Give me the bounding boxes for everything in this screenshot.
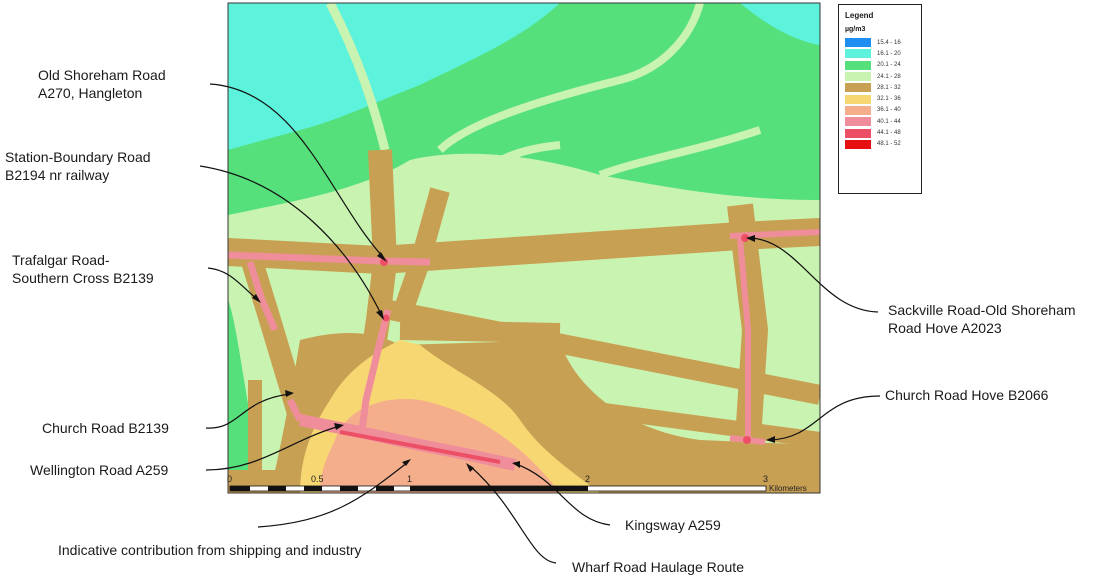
arrow-church-b2139 <box>205 393 291 429</box>
scale-tick-0-5: 0.5 <box>311 474 324 484</box>
station-hotspot <box>382 314 390 322</box>
legend-swatch <box>845 139 871 149</box>
callout-text: Kingsway A259 <box>625 517 721 533</box>
low-zone-north <box>228 3 560 150</box>
callout-text: A270, Hangleton <box>38 85 143 101</box>
scale-tick-3: 3 <box>763 474 769 484</box>
old-shoreham-road <box>228 251 431 266</box>
legend-item: 28.1 - 32 <box>845 82 915 93</box>
legend-swatch <box>845 117 871 127</box>
callout-text: Church Road Hove B2066 <box>885 387 1049 403</box>
legend-item: 48.1 - 52 <box>845 139 915 150</box>
legend-swatch <box>845 128 871 138</box>
legend-swatch <box>845 60 871 70</box>
scale-tick-1: 1 <box>407 474 413 484</box>
callout-trafalgar-road: Trafalgar Road- Southern Cross B2139 <box>12 251 154 287</box>
legend-unit: µg/m3 <box>845 26 866 33</box>
callout-text: Station-Boundary Road <box>5 149 151 165</box>
legend-item: 15.4 - 16 <box>845 37 915 48</box>
callout-old-shoreham-road: Old Shoreham Road A270, Hangleton <box>38 66 166 102</box>
arrow-sackville <box>749 237 879 313</box>
callout-sackville-road: Sackville Road-Old Shoreham Road Hove A2… <box>888 301 1076 337</box>
arrow-church-hove <box>769 395 881 441</box>
legend-label: 32.1 - 36 <box>877 96 901 103</box>
kingsway-hotspot <box>339 430 501 464</box>
map-layers <box>228 3 820 493</box>
north-road-2 <box>437 3 704 153</box>
callout-text: Indicative contribution from shipping an… <box>58 542 362 558</box>
arrow-kingsway <box>515 463 611 526</box>
legend-item: 40.1 - 44 <box>845 116 915 127</box>
legend-items: 15.4 - 16 16.1 - 20 20.1 - 24 24.1 - 28 28.1… <box>845 37 915 150</box>
sackville-road <box>737 237 751 440</box>
legend-label: 36.1 - 40 <box>877 107 901 114</box>
legend-swatch <box>845 105 871 115</box>
arrow-old-shoreham <box>209 83 385 259</box>
north-road-1 <box>326 3 390 152</box>
legend-swatch <box>845 49 871 59</box>
callout-arrows <box>199 83 881 564</box>
sackville-hotspot <box>741 234 749 242</box>
callout-text: Church Road B2139 <box>42 420 169 436</box>
low-zone-northeast <box>740 3 820 45</box>
legend-title: Legend <box>845 11 874 20</box>
north-road-3 <box>456 141 561 203</box>
legend-label: 20.1 - 24 <box>877 62 901 69</box>
scale-bar <box>229 485 767 492</box>
legend-item: 32.1 - 36 <box>845 93 915 104</box>
callout-station-boundary-road: Station-Boundary Road B2194 nr railway <box>5 148 151 184</box>
legend-label: 15.4 - 16 <box>877 39 901 46</box>
legend-swatch <box>845 72 871 82</box>
arrow-wharf <box>469 465 557 564</box>
callout-shipping-industry: Indicative contribution from shipping an… <box>58 541 362 559</box>
arrow-heads <box>252 235 775 472</box>
south-road-corridor <box>558 397 820 448</box>
legend-item: 20.1 - 24 <box>845 60 915 71</box>
legend-label: 40.1 - 44 <box>877 118 901 125</box>
callout-wharf-road: Wharf Road Haulage Route <box>572 558 744 576</box>
legend-label: 48.1 - 52 <box>877 141 901 148</box>
callout-text: Road Hove A2023 <box>888 320 1002 336</box>
legend: Legend µg/m3 15.4 - 16 16.1 - 20 20.1 - 24… <box>838 4 922 194</box>
arrow-wellington <box>205 425 341 471</box>
legend-label: 16.1 - 20 <box>877 50 901 57</box>
callout-church-road-hove: Church Road Hove B2066 <box>885 386 1048 404</box>
callout-text: Sackville Road-Old Shoreham <box>888 302 1076 318</box>
arrow-station-boundary <box>199 165 383 317</box>
callout-church-road-b2139: Church Road B2139 <box>42 419 169 437</box>
church-road-b2139 <box>286 398 304 422</box>
legend-swatch <box>845 83 871 93</box>
legend-swatch <box>845 94 871 104</box>
callout-wellington-road: Wellington Road A259 <box>30 461 168 479</box>
legend-label: 44.1 - 48 <box>877 130 901 137</box>
legend-swatch <box>845 38 871 48</box>
map-frame <box>227 2 821 494</box>
callout-text: Old Shoreham Road <box>38 67 166 83</box>
station-boundary-road <box>358 309 392 431</box>
trafalgar-road <box>246 260 279 332</box>
mid-road-corridor-2 <box>399 320 561 343</box>
legend-label: 24.1 - 28 <box>877 73 901 80</box>
arrow-trafalgar <box>207 267 259 301</box>
callout-text: Trafalgar Road- <box>12 252 110 268</box>
callout-text: Wharf Road Haulage Route <box>572 559 744 575</box>
legend-item: 36.1 - 40 <box>845 105 915 116</box>
north-road-4 <box>598 126 762 179</box>
scale-tick-0: 0 <box>227 474 233 484</box>
old-shoreham-hotspot <box>380 258 388 266</box>
scale-tick-2: 2 <box>585 474 591 484</box>
callout-text: Southern Cross B2139 <box>12 270 154 286</box>
legend-item: 24.1 - 28 <box>845 71 915 82</box>
church-hove-hotspot <box>743 436 751 444</box>
legend-label: 28.1 - 32 <box>877 84 901 91</box>
callout-text: Wellington Road A259 <box>30 462 169 478</box>
legend-item: 44.1 - 48 <box>845 127 915 138</box>
scale-unit: Kilometers <box>769 484 807 493</box>
arrow-shipping <box>257 461 409 528</box>
legend-item: 16.1 - 20 <box>845 48 915 59</box>
callout-text: B2194 nr railway <box>5 167 110 183</box>
callout-kingsway: Kingsway A259 <box>625 516 721 534</box>
